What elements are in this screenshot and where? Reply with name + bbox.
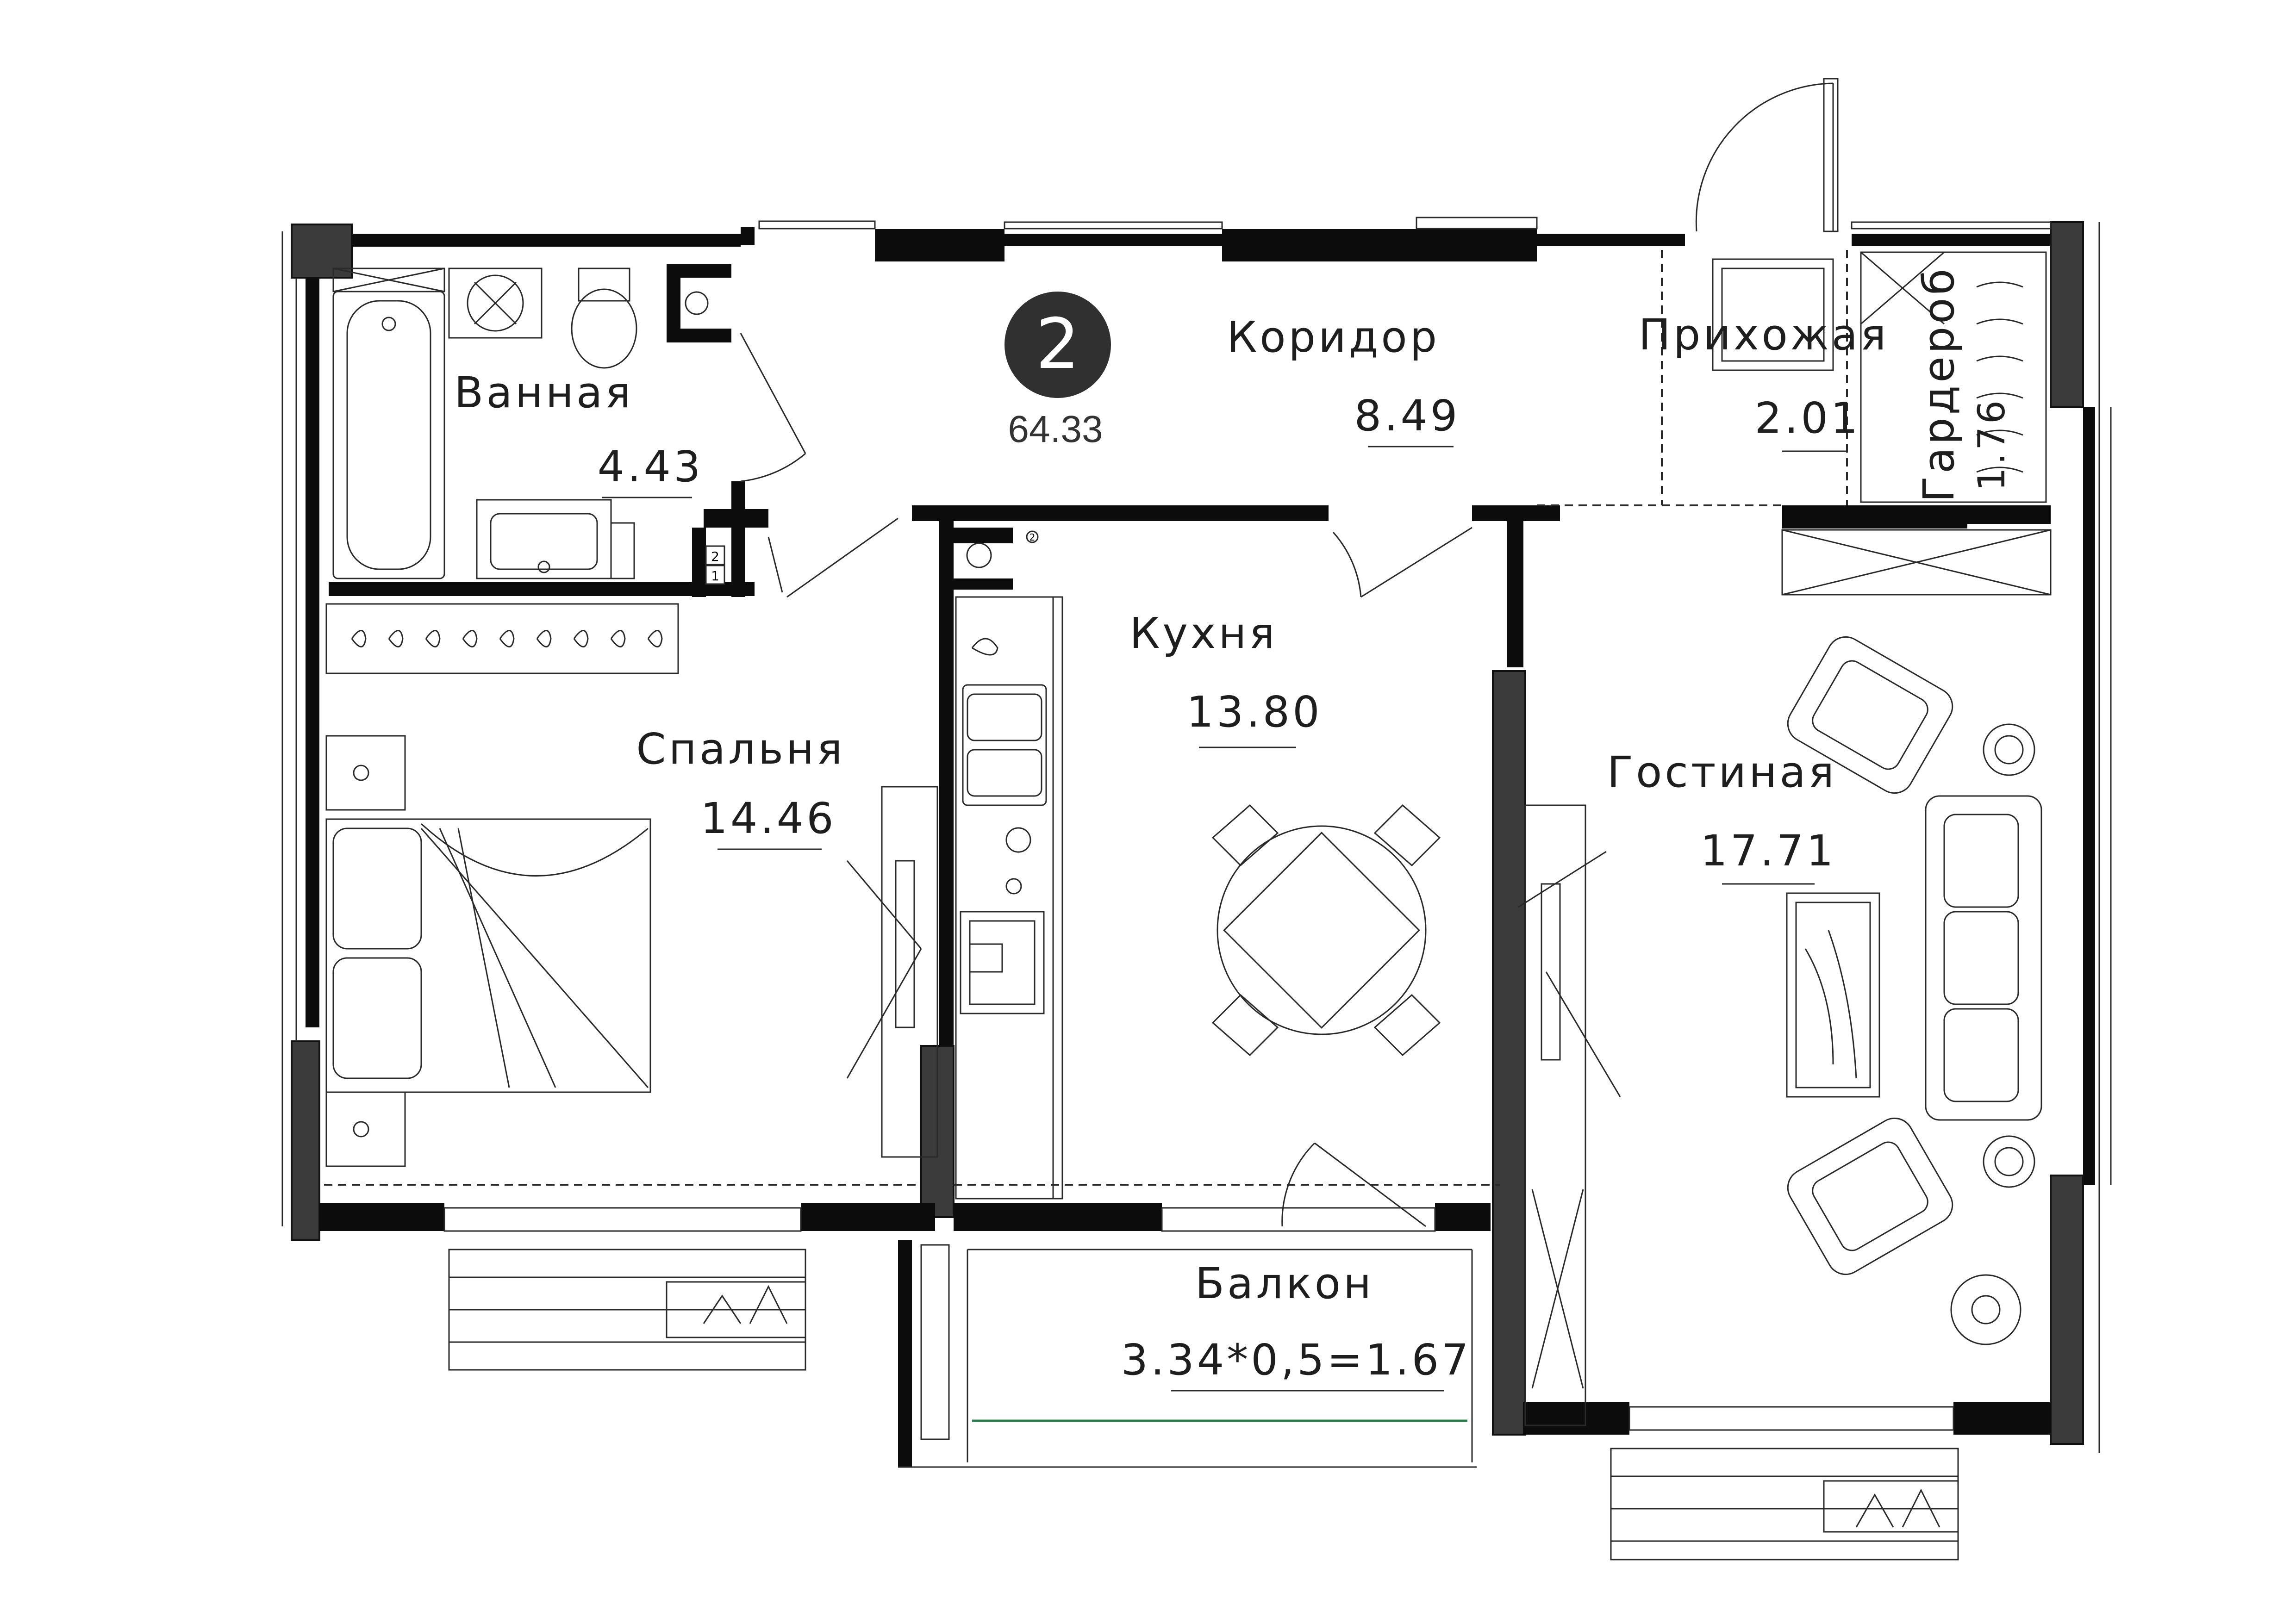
hallway-label: Прихожая: [1639, 310, 1889, 360]
kitchen-label: Кухня: [1129, 609, 1278, 658]
living-furniture: [1518, 251, 2052, 1426]
bedroom-label: Спальня: [636, 724, 845, 774]
total-area: 64.33: [1008, 408, 1103, 450]
balcony-area: 3.34*0,5=1.67: [1121, 1335, 1471, 1385]
doors: [740, 78, 1839, 1227]
room-labels: Ванная 4.43 Коридор 8.49 Прихожая 2.01 Г…: [454, 266, 2013, 1392]
kitchen-furniture: [955, 596, 1441, 1200]
riser-mark-upper: 2: [711, 549, 719, 564]
apartment-badge: 2 64.33: [1004, 292, 1111, 450]
window-frames: [281, 217, 2112, 1453]
bathroom-label: Ванная: [454, 368, 634, 417]
wardrobe-area: 1.76: [1970, 398, 2013, 491]
living-label: Гостиная: [1607, 747, 1837, 797]
corridor-label: Коридор: [1227, 312, 1440, 362]
rooms-count-badge: [1004, 292, 1111, 398]
bathroom-area: 4.43: [598, 442, 704, 491]
wardrobe-label: Гардероб: [1914, 266, 1964, 503]
living-area: 17.71: [1700, 826, 1836, 876]
bedroom-area: 14.46: [700, 794, 836, 843]
corridor-area: 8.49: [1354, 391, 1460, 441]
bathroom-fixtures: [332, 267, 992, 579]
hallway-area: 2.01: [1755, 393, 1861, 443]
rooms-count: 2: [1036, 304, 1079, 385]
balcony-label: Балкон: [1195, 1259, 1374, 1308]
french-balcony-right: [1610, 1448, 1959, 1561]
walls: [291, 221, 2095, 1445]
loggia: [898, 1240, 1477, 1468]
french-balcony-left: [448, 1249, 806, 1371]
kitchen-area: 13.80: [1186, 687, 1322, 737]
riser-marks: 2 1 2: [705, 530, 1039, 585]
riser-mark-lower: 1: [711, 568, 719, 584]
riser-mark-kitchen: 2: [1029, 532, 1036, 543]
bedroom-furniture: [325, 603, 938, 1167]
